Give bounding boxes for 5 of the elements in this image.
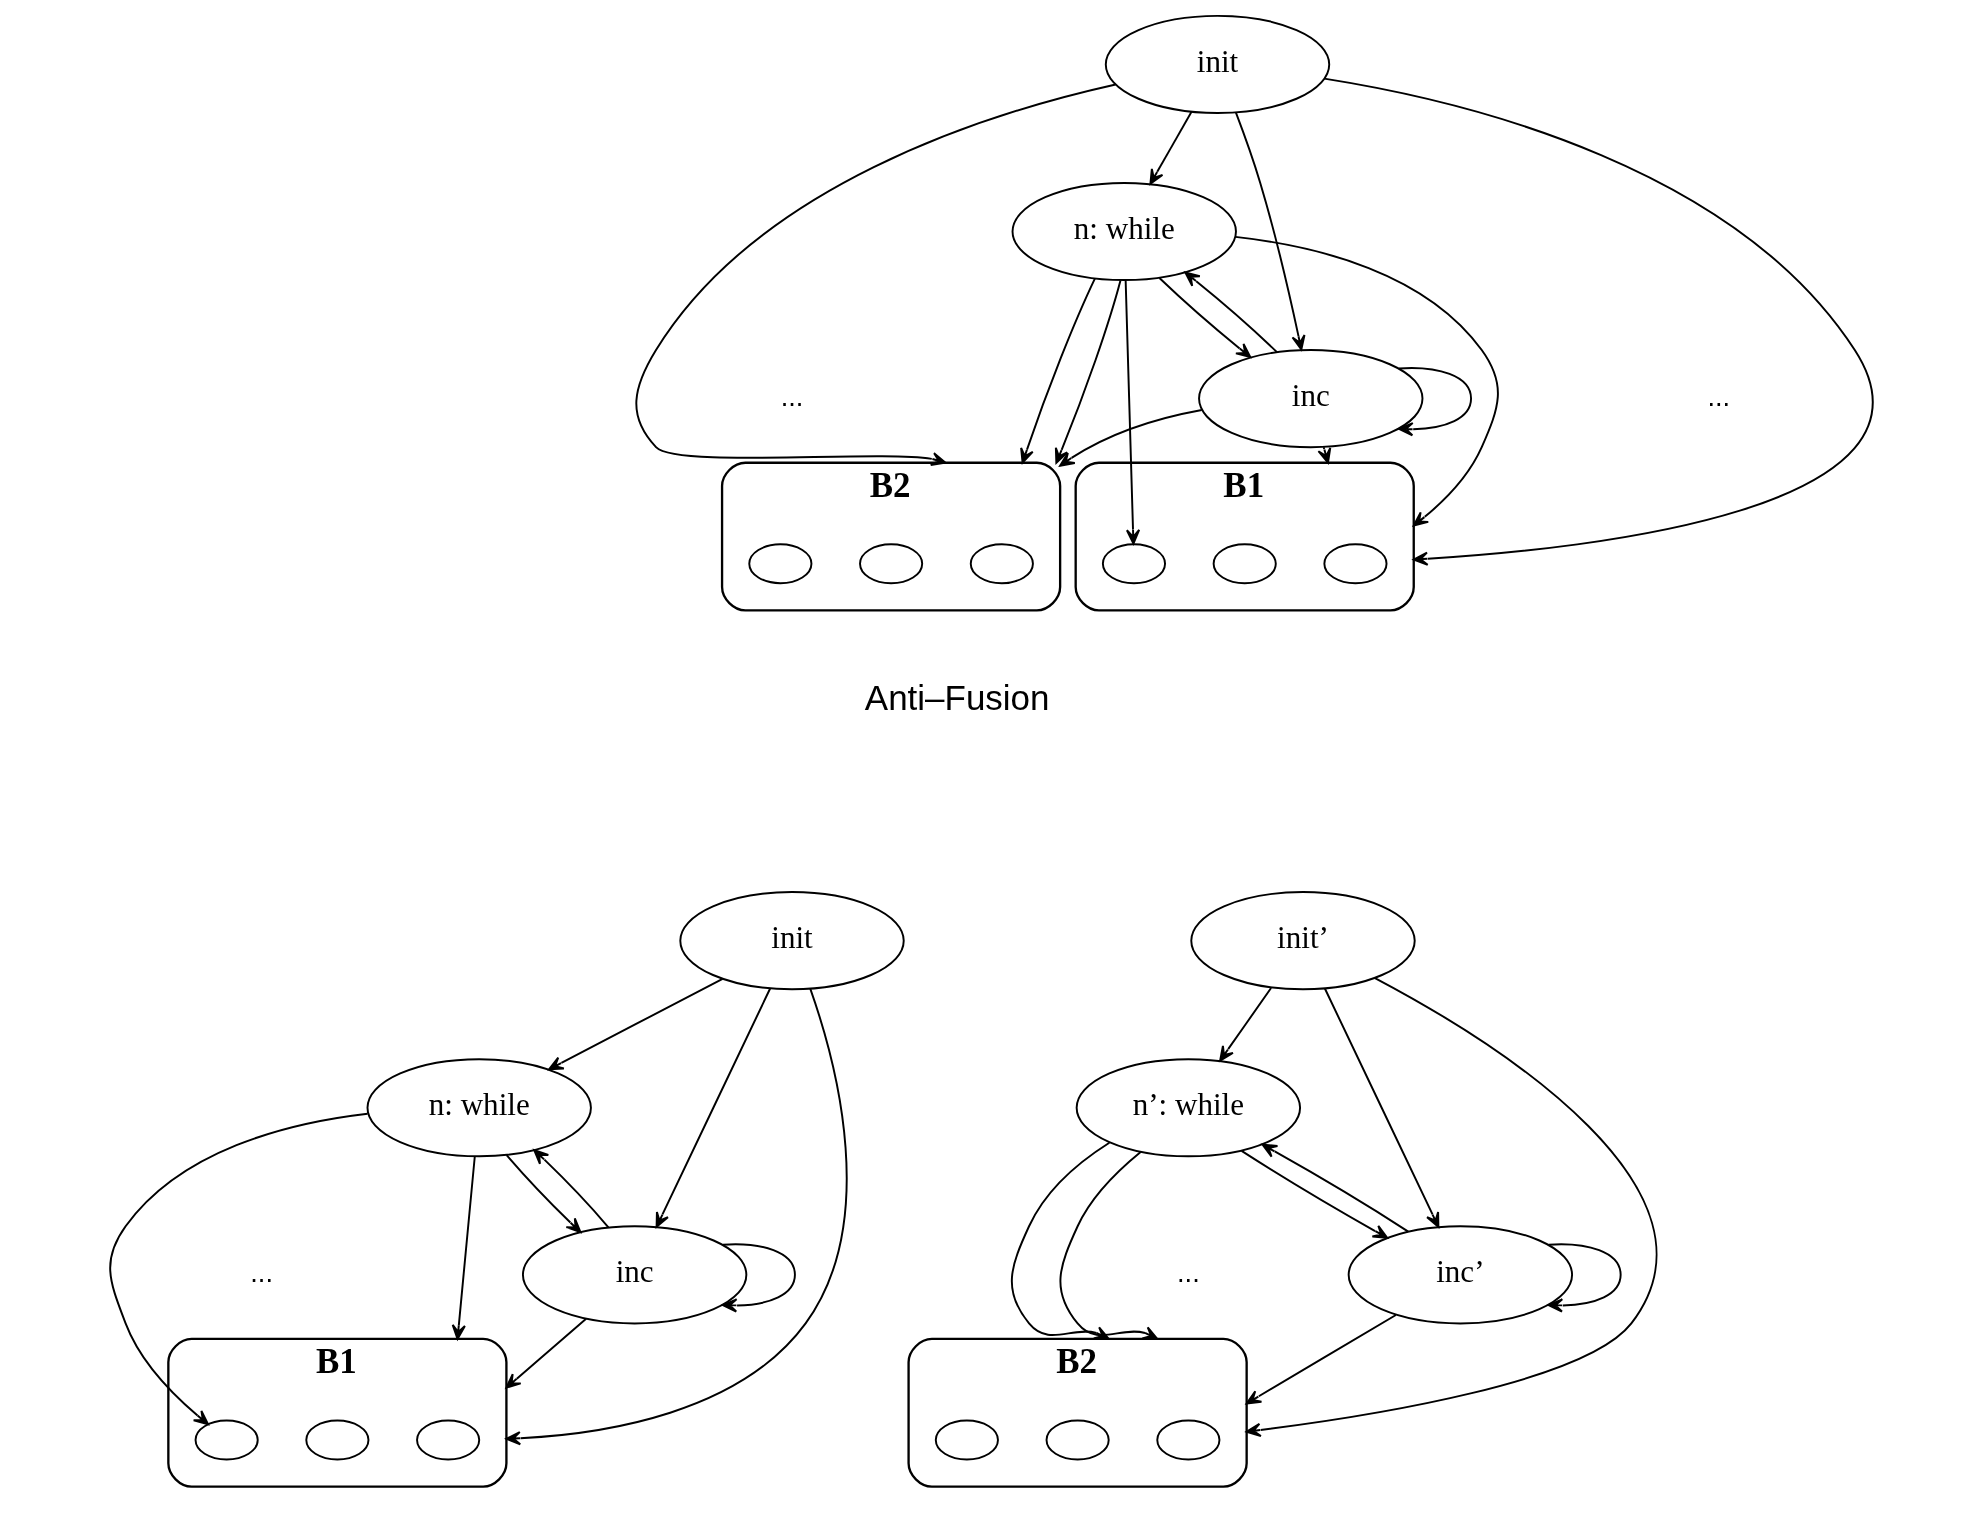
label: ... [249, 1257, 273, 1289]
label: ... [780, 380, 803, 412]
label: ... [1706, 380, 1730, 412]
label: ... [1176, 1257, 1200, 1289]
label: Anti–Fusion [864, 678, 1049, 718]
